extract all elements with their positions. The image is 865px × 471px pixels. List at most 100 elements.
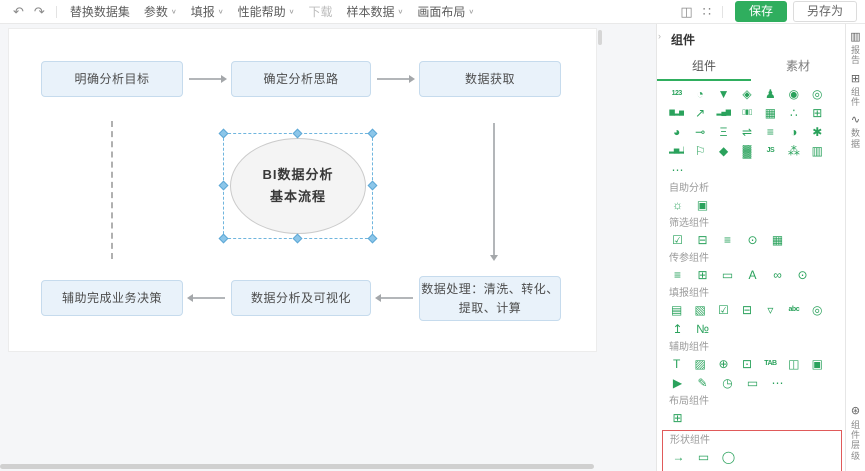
- filter-checklist-icon[interactable]: ☑: [672, 233, 683, 247]
- more-box-icon[interactable]: ⊡: [741, 357, 752, 371]
- selection-handle[interactable]: [367, 233, 378, 244]
- flow-box-analysis[interactable]: 数据分析及可视化: [231, 280, 371, 316]
- note-widget-icon[interactable]: ✎: [697, 376, 708, 390]
- rightbar-item-2[interactable]: ⊞组件: [851, 73, 861, 108]
- flow-box-goal[interactable]: 明确分析目标: [41, 61, 183, 97]
- rose-pie-icon[interactable]: ✱: [812, 125, 823, 139]
- filter-toggle-icon[interactable]: ⊙: [747, 233, 758, 247]
- collapse-panel-icon[interactable]: ›: [658, 31, 661, 41]
- pie-icon[interactable]: ◑: [790, 125, 798, 139]
- preview-icon[interactable]: ◫: [680, 3, 693, 19]
- badge-icon[interactable]: ◎: [812, 87, 823, 101]
- flow-arrow-right-2[interactable]: [377, 75, 415, 83]
- param-link-icon[interactable]: ∞: [773, 268, 782, 282]
- h-bars-icon[interactable]: Ξ: [719, 125, 728, 139]
- flow-arrow-left-2[interactable]: [375, 294, 413, 302]
- shape-circle-icon[interactable]: ◯: [721, 450, 736, 464]
- selection-handle[interactable]: [218, 233, 229, 244]
- tab-materials[interactable]: 素材: [785, 59, 810, 73]
- selection-handle[interactable]: [367, 128, 378, 139]
- redo-icon[interactable]: ↷: [33, 3, 45, 19]
- slider-bars-icon[interactable]: ⇌: [741, 125, 752, 139]
- cube-3d-icon[interactable]: ◆: [718, 144, 729, 158]
- timer-widget-icon[interactable]: ◷: [722, 376, 733, 390]
- entry-table-icon[interactable]: ▤: [671, 303, 683, 317]
- rightbar-item-1[interactable]: ▥报告: [850, 31, 860, 66]
- grid-layout-icon[interactable]: ⊞: [672, 411, 683, 425]
- rightbar-item-3[interactable]: ∿数据: [851, 114, 861, 149]
- smart-insight-icon[interactable]: ☼: [672, 198, 683, 212]
- carousel-widget-icon[interactable]: ▣: [811, 357, 823, 371]
- upload-icon[interactable]: ↥: [672, 322, 683, 336]
- location-pin-icon[interactable]: ⚐: [694, 144, 706, 158]
- menu-item-7[interactable]: 画面布局∨: [417, 3, 474, 20]
- matrix-icon[interactable]: ⊞: [812, 106, 823, 120]
- user-icon[interactable]: ♟: [765, 87, 776, 101]
- bar-3d-icon[interactable]: ▓: [742, 144, 752, 158]
- list-chart-icon[interactable]: ≡: [766, 125, 774, 139]
- eye-chart-icon[interactable]: ◕: [673, 125, 681, 139]
- selection-handle[interactable]: [218, 180, 229, 191]
- shape-arrow-icon[interactable]: →: [672, 450, 685, 464]
- entry-checklist-icon[interactable]: ☑: [718, 303, 729, 317]
- param-text-icon[interactable]: A: [748, 268, 757, 282]
- vertical-scrollbar[interactable]: [598, 30, 602, 45]
- scatter-icon[interactable]: ∴: [790, 106, 798, 120]
- entry-search-icon[interactable]: ◎: [812, 303, 823, 317]
- map-icon[interactable]: ◈: [742, 87, 752, 101]
- menu-item-2[interactable]: 参数∨: [144, 3, 177, 20]
- entry-dropdown-icon[interactable]: ▿: [767, 303, 774, 317]
- more-charts-icon[interactable]: ⋯: [671, 163, 684, 177]
- table-icon[interactable]: ▦: [764, 106, 777, 120]
- marquee-widget-icon[interactable]: ▭: [746, 376, 759, 390]
- flow-arrow-right-1[interactable]: [189, 75, 227, 83]
- number-input-icon[interactable]: №: [696, 322, 709, 336]
- menu-item-4[interactable]: 性能帮助∨: [238, 3, 295, 20]
- split-widget-icon[interactable]: ◫: [788, 357, 800, 371]
- selection-handle[interactable]: [367, 180, 378, 191]
- save-button[interactable]: 保存: [734, 1, 787, 22]
- menu-item-3[interactable]: 填报∨: [191, 3, 224, 20]
- medal-icon[interactable]: ◉: [788, 87, 800, 101]
- number-card-icon[interactable]: 123: [671, 90, 683, 97]
- selection-handle[interactable]: [218, 128, 229, 139]
- menu-item-5[interactable]: 下载: [308, 3, 332, 20]
- flow-box-process[interactable]: 数据处理：清洗、转化、 提取、计算: [419, 276, 561, 321]
- entry-tree-icon[interactable]: ⊟: [741, 303, 752, 317]
- flow-box-idea[interactable]: 确定分析思路: [231, 61, 371, 97]
- flow-box-fetch[interactable]: 数据获取: [419, 61, 561, 97]
- more-helpers-icon[interactable]: ⋯: [771, 376, 784, 390]
- undo-icon[interactable]: ↶: [13, 3, 24, 19]
- flow-arrow-left-1[interactable]: [187, 294, 225, 302]
- bar-combo-icon[interactable]: ▆▂▅: [669, 109, 685, 116]
- param-input-icon[interactable]: ▭: [721, 268, 734, 282]
- horizontal-scrollbar[interactable]: [0, 464, 594, 469]
- menu-item-1[interactable]: 替换数据集: [70, 3, 130, 20]
- people-chart-icon[interactable]: ▯▮▯: [741, 109, 753, 116]
- gauge-icon[interactable]: ◔: [696, 87, 704, 101]
- line-chart-icon[interactable]: ↗: [695, 106, 706, 120]
- selection-handle[interactable]: [292, 233, 303, 244]
- pyramid-chart-icon[interactable]: ▂▄▆: [716, 109, 731, 116]
- shape-rectangle-icon[interactable]: ▭: [697, 450, 710, 464]
- video-widget-icon[interactable]: ▶: [672, 376, 683, 390]
- flow-chart-icon[interactable]: ⊸: [695, 125, 706, 139]
- flow-box-decision[interactable]: 辅助完成业务决策: [41, 280, 183, 316]
- flow-arrow-down[interactable]: [490, 123, 498, 261]
- funnel-icon[interactable]: ▼: [717, 87, 730, 101]
- selection-handle[interactable]: [292, 128, 303, 139]
- rightbar-item-layers[interactable]: ⊛ 组件层级: [851, 405, 861, 461]
- entry-text-icon[interactable]: abc: [788, 306, 800, 313]
- fullscreen-icon[interactable]: ∷: [702, 3, 711, 19]
- text-widget-icon[interactable]: T: [673, 357, 681, 371]
- filter-list-icon[interactable]: ≡: [723, 233, 731, 247]
- web-widget-icon[interactable]: ⊕: [718, 357, 729, 371]
- flow-dashed-line[interactable]: [111, 121, 113, 259]
- param-search-icon[interactable]: ⊙: [797, 268, 808, 282]
- filter-calendar-icon[interactable]: ▦: [771, 233, 784, 247]
- filter-tree-icon[interactable]: ⊟: [697, 233, 708, 247]
- tab-components[interactable]: 组件: [657, 53, 751, 81]
- canvas[interactable]: 明确分析目标 确定分析思路 数据获取 BI数据分析 基本流程 辅助完成业务决策: [8, 28, 597, 352]
- model-3d-icon[interactable]: ▥: [811, 144, 823, 158]
- audio-bars-icon[interactable]: ▂▅▂▇: [669, 147, 684, 154]
